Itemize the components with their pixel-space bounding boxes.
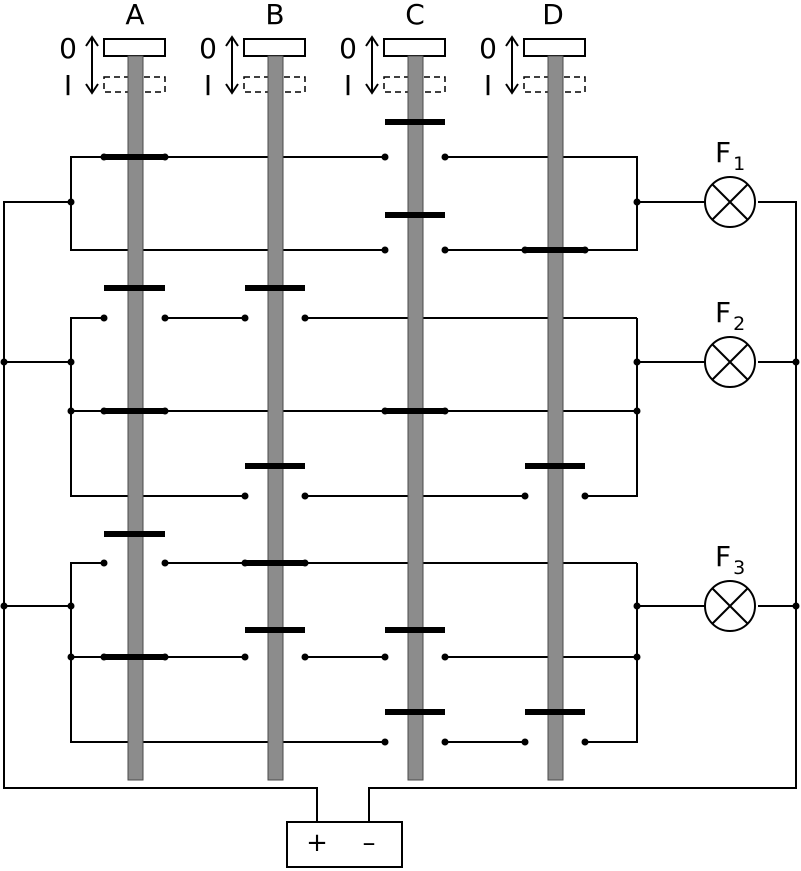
- switch-headers: A 0 I B 0 I C 0 I D: [59, 0, 586, 102]
- plungers: [127, 55, 564, 781]
- switch-d-button[interactable]: [523, 38, 586, 57]
- plunger-a: [127, 55, 144, 781]
- plunger-d: [547, 55, 564, 781]
- switch-label-c: C: [405, 0, 425, 31]
- switch-c-button[interactable]: [383, 38, 446, 57]
- battery: + –: [286, 821, 403, 868]
- switch-label-d: D: [542, 0, 564, 31]
- switch-a-pos-i: I: [64, 69, 72, 102]
- switch-b-pos-0: 0: [199, 32, 217, 65]
- wire-negative-rail: [368, 201, 797, 822]
- battery-body: [286, 821, 403, 868]
- switch-a-pos-0: 0: [59, 32, 77, 65]
- switch-c-pos-i: I: [344, 69, 352, 102]
- wire-positive-rail: [3, 201, 318, 822]
- switch-label-a: A: [125, 0, 144, 31]
- switch-d-pos-0: 0: [479, 32, 497, 65]
- battery-minus: –: [363, 828, 376, 858]
- switch-b-pos-i: I: [204, 69, 212, 102]
- switch-d-pos-i: I: [484, 69, 492, 102]
- plunger-b: [267, 55, 284, 781]
- switch-d-arrow: [505, 35, 519, 95]
- battery-plus: +: [306, 828, 328, 858]
- switch-b-arrow: [225, 35, 239, 95]
- switch-c-arrow: [365, 35, 379, 95]
- contact-dots: [0, 153, 800, 746]
- contact-bridges: [104, 119, 585, 715]
- switch-c-pos-0: 0: [339, 32, 357, 65]
- switch-b-button[interactable]: [243, 38, 306, 57]
- wiring: [3, 156, 797, 822]
- plunger-c: [407, 55, 424, 781]
- switch-a-button[interactable]: [103, 38, 166, 57]
- switch-label-b: B: [265, 0, 284, 31]
- switch-a-arrow: [85, 35, 99, 95]
